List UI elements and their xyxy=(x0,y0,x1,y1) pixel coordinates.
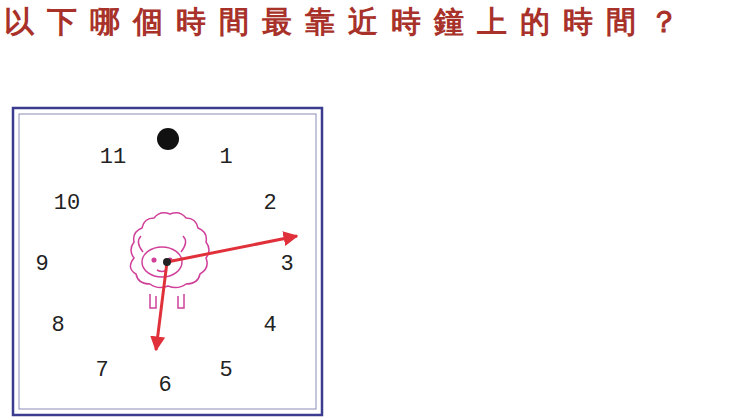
clock-numeral: 1 xyxy=(219,147,232,169)
clock-numeral: 10 xyxy=(54,193,80,215)
clock-inner-frame xyxy=(19,114,316,409)
clock-pivot xyxy=(163,258,171,266)
clock-frame xyxy=(13,108,322,415)
clock-numeral: 6 xyxy=(158,375,171,397)
clock-numeral: 4 xyxy=(263,315,276,337)
minute-hand xyxy=(167,236,297,262)
clock-numeral: 11 xyxy=(100,147,126,169)
clock-numeral: 8 xyxy=(51,315,64,337)
hour-hand xyxy=(156,262,167,350)
twelve-dot xyxy=(157,128,179,150)
sheep-drawing xyxy=(130,213,209,308)
clock-numeral: 7 xyxy=(95,360,108,382)
clock-numeral: 2 xyxy=(263,193,276,215)
question-title: 以下哪個時間最靠近時鐘上的時間？ xyxy=(4,4,692,40)
clock-numeral: 5 xyxy=(219,360,232,382)
clock-numeral: 9 xyxy=(35,254,48,276)
clock-numeral: 3 xyxy=(280,254,293,276)
